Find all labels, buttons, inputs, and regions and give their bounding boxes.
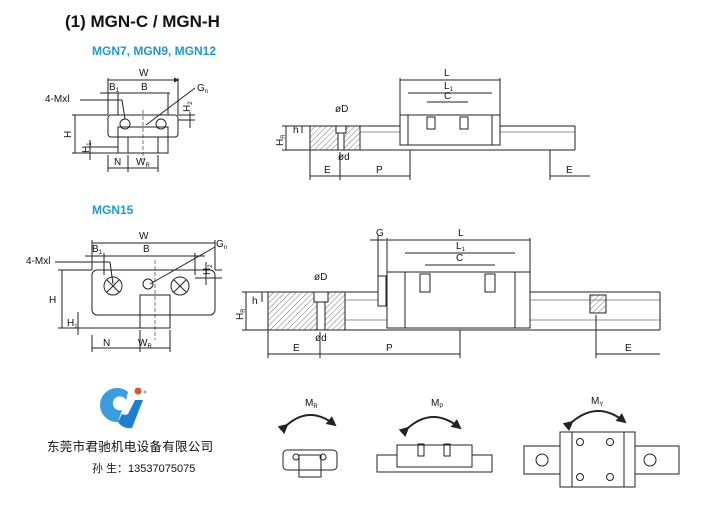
company-logo — [100, 387, 147, 429]
dim-w: W — [139, 68, 149, 79]
moment-mp-label: MP — [431, 398, 444, 411]
dim-h2: H2 — [202, 264, 214, 275]
mgn15-side-view — [242, 236, 661, 358]
dim-c: C — [444, 91, 452, 102]
group2-heading: MGN15 — [92, 203, 134, 217]
dim-e: E — [293, 343, 300, 354]
dim-h: H — [49, 295, 57, 306]
dim-l: L — [444, 68, 450, 79]
company-name: 东莞市君驰机电设备有限公司 — [47, 440, 214, 454]
dim-l: L — [458, 228, 464, 239]
dim-hr: HR — [275, 134, 287, 146]
dim-wr: WR — [138, 338, 152, 351]
dim-small-d: ød — [338, 152, 350, 163]
dim-wr: WR — [136, 157, 150, 170]
dim-e-right: E — [566, 165, 573, 176]
dim-w: W — [139, 231, 149, 242]
dim-p: P — [386, 343, 393, 354]
mgn15-front-view — [55, 240, 222, 352]
dim-gn: Gn — [197, 83, 209, 96]
dim-n: N — [114, 157, 122, 168]
dim-l1: L1 — [444, 81, 453, 94]
dim-b: B — [141, 82, 148, 93]
dim-p: P — [376, 165, 383, 176]
dim-od: øD — [335, 104, 349, 115]
dim-small-h: h — [252, 296, 258, 307]
dim-small-d: ød — [315, 333, 327, 344]
dim-c: C — [456, 253, 464, 264]
dim-b: B — [143, 244, 150, 255]
dim-e: E — [324, 165, 331, 176]
dim-n: N — [103, 338, 111, 349]
dim-g: G — [376, 228, 384, 239]
group1-heading: MGN7, MGN9, MGN12 — [92, 44, 217, 58]
dim-hr: HR — [235, 308, 247, 320]
dim-small-h: h — [293, 125, 299, 136]
dim-b1: B1 — [92, 244, 103, 257]
dim-h1: H1 — [81, 142, 93, 153]
moment-my-diagram — [523, 410, 680, 488]
moment-mr-diagram — [277, 414, 338, 478]
dim-h2: H2 — [182, 101, 194, 112]
dim-gn: Gn — [216, 239, 228, 252]
dim-l1: L1 — [456, 241, 465, 254]
dim-h: H — [63, 130, 74, 138]
contact-info: 孙 生：13537075075 — [92, 463, 196, 475]
dim-h1: H1 — [67, 318, 78, 331]
moment-mp-diagram — [376, 416, 493, 473]
dim-e-right: E — [625, 343, 632, 354]
dim-4mxl: 4-Mxl — [26, 256, 51, 267]
dim-4mxl: 4-Mxl — [45, 94, 70, 105]
moment-mr-label: MR — [305, 398, 318, 411]
mgn12-front-view — [72, 77, 196, 172]
page-title: (1) MGN-C / MGN-H — [65, 12, 220, 31]
moment-my-label: MY — [591, 396, 604, 409]
dim-od: øD — [314, 272, 328, 283]
dim-b1: B1 — [109, 82, 120, 95]
mgn12-side-view — [282, 78, 590, 180]
